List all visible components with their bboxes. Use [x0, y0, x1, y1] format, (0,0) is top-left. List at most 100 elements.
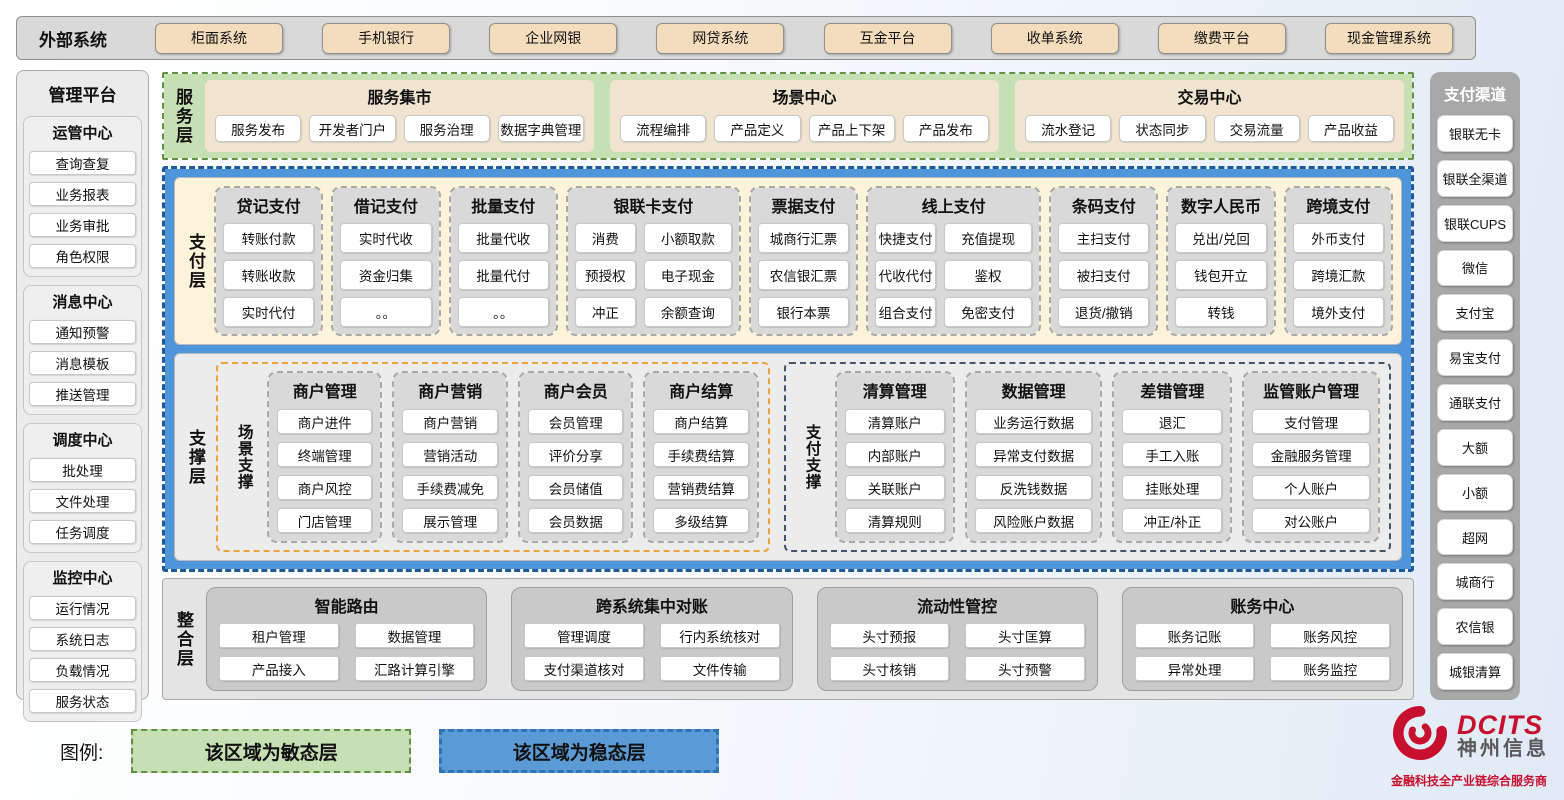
payment-item[interactable]: 农信银汇票 — [757, 260, 850, 290]
external-system-button[interactable]: 手机银行 — [322, 22, 451, 54]
service-item[interactable]: 产品定义 — [714, 115, 801, 142]
external-system-button[interactable]: 现金管理系统 — [1324, 22, 1453, 54]
service-item[interactable]: 服务发布 — [215, 115, 302, 142]
service-item[interactable]: 产品收益 — [1307, 115, 1394, 142]
service-item[interactable]: 开发者门户 — [309, 115, 396, 142]
service-item[interactable]: 状态同步 — [1119, 115, 1206, 142]
payment-channel-button[interactable]: 农信银 — [1437, 608, 1513, 646]
support-item[interactable]: 清算规则 — [844, 508, 945, 533]
payment-item[interactable]: 外币支付 — [1292, 223, 1384, 253]
support-item[interactable]: 挂账处理 — [1122, 475, 1223, 500]
integration-item[interactable]: 支付渠道核对 — [524, 656, 644, 681]
payment-item[interactable]: 充值提现 — [944, 223, 1033, 253]
payment-channel-button[interactable]: 微信 — [1437, 249, 1513, 287]
payment-item[interactable]: 余额查询 — [643, 297, 732, 327]
payment-item[interactable]: 代收代付 — [875, 260, 937, 290]
payment-channel-button[interactable]: 城银清算 — [1437, 653, 1513, 690]
payment-item[interactable]: 境外支付 — [1292, 297, 1384, 327]
payment-channel-button[interactable]: 通联支付 — [1437, 384, 1513, 421]
support-item[interactable]: 风险账户数据 — [974, 508, 1093, 533]
integration-item[interactable]: 管理调度 — [524, 623, 644, 648]
integration-item[interactable]: 头寸预警 — [965, 656, 1085, 681]
service-item[interactable]: 服务治理 — [403, 115, 490, 142]
support-item[interactable]: 手续费减免 — [402, 475, 498, 500]
sidebar-item[interactable]: 负载情况 — [29, 658, 136, 682]
support-item[interactable]: 支付管理 — [1252, 409, 1370, 434]
payment-item[interactable]: 。。 — [457, 297, 549, 327]
payment-channel-button[interactable]: 易宝支付 — [1437, 339, 1513, 377]
integration-item[interactable]: 账务风控 — [1270, 623, 1390, 648]
service-item[interactable]: 产品上下架 — [808, 115, 895, 142]
external-system-button[interactable]: 收单系统 — [990, 22, 1119, 54]
support-item[interactable]: 冲正/补正 — [1122, 508, 1223, 533]
payment-item[interactable]: 跨境汇款 — [1292, 260, 1384, 290]
support-item[interactable]: 对公账户 — [1252, 508, 1370, 533]
support-item[interactable]: 多级结算 — [653, 508, 749, 533]
payment-item[interactable]: 城商行汇票 — [757, 223, 850, 253]
payment-item[interactable]: 转账付款 — [223, 223, 315, 253]
support-item[interactable]: 营销费结算 — [653, 475, 749, 500]
payment-item[interactable]: 消费 — [574, 223, 636, 253]
payment-item[interactable]: 电子现金 — [643, 260, 732, 290]
support-item[interactable]: 个人账户 — [1252, 475, 1370, 500]
sidebar-item[interactable]: 业务审批 — [29, 213, 136, 237]
integration-item[interactable]: 异常处理 — [1134, 656, 1255, 681]
sidebar-item[interactable]: 消息模板 — [29, 351, 136, 375]
payment-item[interactable]: 被扫支付 — [1058, 260, 1150, 290]
integration-item[interactable]: 头寸预报 — [829, 623, 950, 648]
payment-item[interactable]: 鉴权 — [944, 260, 1033, 290]
support-item[interactable]: 营销活动 — [402, 442, 498, 467]
payment-item[interactable]: 冲正 — [574, 297, 636, 327]
payment-item[interactable]: 批量代付 — [457, 260, 549, 290]
external-system-button[interactable]: 互金平台 — [823, 22, 952, 54]
payment-item[interactable]: 批量代收 — [457, 223, 549, 253]
support-item[interactable]: 会员数据 — [527, 508, 624, 533]
sidebar-item[interactable]: 查询查复 — [29, 151, 136, 175]
support-item[interactable]: 清算账户 — [844, 409, 945, 434]
payment-item[interactable]: 。。 — [340, 297, 432, 327]
payment-item[interactable]: 资金归集 — [340, 260, 432, 290]
support-item[interactable]: 反洗钱数据 — [974, 475, 1093, 500]
support-item[interactable]: 关联账户 — [844, 475, 945, 500]
sidebar-item[interactable]: 任务调度 — [29, 520, 136, 544]
payment-channel-button[interactable]: 城商行 — [1437, 563, 1513, 601]
support-item[interactable]: 商户结算 — [653, 409, 749, 434]
support-item[interactable]: 展示管理 — [402, 508, 498, 533]
external-system-button[interactable]: 缴费平台 — [1157, 22, 1286, 54]
support-item[interactable]: 会员储值 — [527, 475, 624, 500]
integration-item[interactable]: 文件传输 — [659, 656, 780, 681]
service-item[interactable]: 流程编排 — [620, 115, 707, 142]
sidebar-item[interactable]: 角色权限 — [29, 244, 136, 268]
sidebar-item[interactable]: 批处理 — [29, 458, 136, 482]
service-item[interactable]: 交易流量 — [1213, 115, 1300, 142]
integration-item[interactable]: 头寸匡算 — [965, 623, 1085, 648]
payment-channel-button[interactable]: 银联全渠道 — [1437, 159, 1513, 197]
support-item[interactable]: 手工入账 — [1122, 442, 1223, 467]
payment-item[interactable]: 钱包开立 — [1175, 260, 1267, 290]
integration-item[interactable]: 账务监控 — [1270, 656, 1390, 681]
sidebar-item[interactable]: 文件处理 — [29, 489, 136, 513]
support-item[interactable]: 金融服务管理 — [1252, 442, 1370, 467]
payment-channel-button[interactable]: 大额 — [1437, 428, 1513, 466]
support-item[interactable]: 内部账户 — [844, 442, 945, 467]
payment-item[interactable]: 转钱 — [1175, 297, 1267, 327]
integration-item[interactable]: 头寸核销 — [829, 656, 950, 681]
integration-item[interactable]: 行内系统核对 — [659, 623, 780, 648]
support-item[interactable]: 手续费结算 — [653, 442, 749, 467]
payment-item[interactable]: 银行本票 — [757, 297, 850, 327]
external-system-button[interactable]: 企业网银 — [489, 22, 618, 54]
sidebar-item[interactable]: 推送管理 — [29, 382, 136, 406]
sidebar-item[interactable]: 业务报表 — [29, 182, 136, 206]
support-item[interactable]: 业务运行数据 — [974, 409, 1093, 434]
payment-item[interactable]: 免密支付 — [944, 297, 1033, 327]
service-item[interactable]: 产品发布 — [902, 115, 989, 142]
payment-channel-button[interactable]: 小额 — [1437, 473, 1513, 511]
payment-item[interactable]: 转账收款 — [223, 260, 315, 290]
payment-channel-button[interactable]: 银联CUPS — [1437, 204, 1513, 242]
sidebar-item[interactable]: 系统日志 — [29, 627, 136, 651]
integration-item[interactable]: 账务记账 — [1134, 623, 1255, 648]
support-item[interactable]: 商户营销 — [402, 409, 498, 434]
sidebar-item[interactable]: 服务状态 — [29, 689, 136, 713]
sidebar-item[interactable]: 运行情况 — [29, 596, 136, 620]
support-item[interactable]: 终端管理 — [277, 442, 373, 467]
